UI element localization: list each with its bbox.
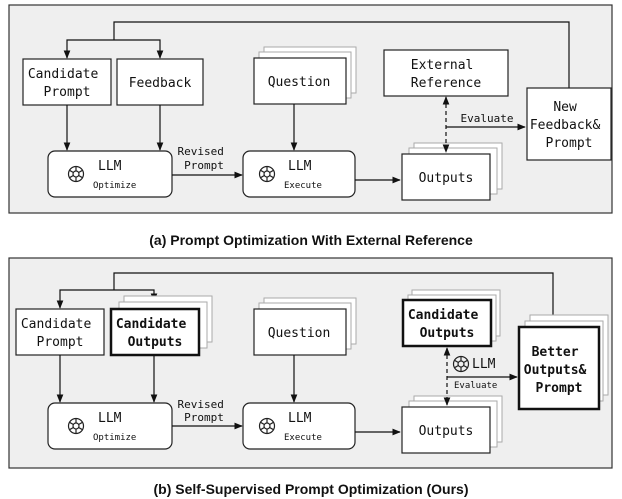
new-feedback-line1: New bbox=[553, 100, 577, 115]
candidate-prompt-b-line1: Candidate bbox=[21, 317, 92, 332]
candidate-prompt-line1: Candidate bbox=[28, 67, 99, 82]
svg-text:Revised Prompt: Revised Prompt bbox=[178, 398, 231, 424]
new-feedback-line3: Prompt bbox=[546, 136, 593, 151]
candidate-outputs-right-box bbox=[401, 298, 493, 348]
outputs-box bbox=[401, 153, 491, 201]
llm-evaluate-label: LLM bbox=[472, 357, 496, 372]
new-feedback-line2: Feedback& bbox=[530, 118, 601, 133]
candidate-prompt-b-line2: Prompt bbox=[37, 335, 84, 350]
external-reference-box bbox=[383, 49, 509, 97]
better-line3: Prompt bbox=[536, 381, 583, 396]
better-line2: Outputs& bbox=[524, 363, 587, 378]
candidate-outputs-left-line1: Candidate bbox=[116, 317, 187, 332]
new-feedback-prompt-box bbox=[526, 87, 612, 161]
svg-text:Revised Prompt: Revised Prompt bbox=[178, 145, 231, 172]
candidate-prompt-box-b bbox=[15, 308, 105, 356]
svg-text:Candidate Outputs: Candidate Outputs bbox=[408, 308, 486, 341]
outputs-box-b bbox=[401, 406, 491, 454]
candidate-outputs-right-line1: Candidate bbox=[408, 308, 479, 323]
llm-optimize-b-sub: Optimize bbox=[93, 433, 136, 443]
llm-execute-box-b bbox=[242, 402, 356, 450]
llm-optimize-box bbox=[47, 150, 173, 198]
candidate-outputs-left-line2: Outputs bbox=[128, 335, 183, 350]
revised-prompt-b-line1: Revised bbox=[178, 398, 224, 411]
candidate-outputs-right-line2: Outputs bbox=[420, 326, 475, 341]
question-box-b bbox=[253, 308, 347, 356]
caption-a: (a) Prompt Optimization With External Re… bbox=[149, 232, 473, 248]
llm-execute-label: LLM bbox=[288, 159, 312, 174]
question-b-label: Question bbox=[268, 326, 331, 341]
question-box bbox=[253, 57, 347, 105]
llm-execute-sub: Execute bbox=[284, 181, 322, 191]
svg-text:Candidate Outputs: Candidate Outputs bbox=[116, 317, 194, 350]
better-outputs-prompt-box bbox=[517, 325, 601, 411]
llm-optimize-sub: Optimize bbox=[93, 181, 136, 191]
external-reference-line1: External bbox=[411, 58, 474, 73]
evaluate-label: Evaluate bbox=[461, 112, 514, 125]
svg-text:New Feedback& Prompt: New Feedback& Prompt bbox=[530, 100, 608, 151]
candidate-outputs-left-box bbox=[109, 307, 201, 357]
external-reference-line2: Reference bbox=[411, 76, 482, 91]
question-label: Question bbox=[268, 75, 331, 90]
llm-evaluate-sub: Evaluate bbox=[454, 381, 497, 391]
llm-optimize-b-label: LLM bbox=[98, 411, 122, 426]
caption-b: (b) Self-Supervised Prompt Optimization … bbox=[153, 481, 468, 497]
revised-prompt-line1: Revised bbox=[178, 145, 224, 158]
candidate-prompt-line2: Prompt bbox=[44, 85, 91, 100]
svg-text:Candidate Prompt: Candidate Prompt bbox=[21, 317, 99, 350]
revised-prompt-b-line2: Prompt bbox=[184, 411, 224, 424]
candidate-prompt-box bbox=[22, 58, 112, 106]
llm-execute-b-sub: Execute bbox=[284, 433, 322, 443]
svg-text:External Reference: External Reference bbox=[411, 58, 482, 91]
outputs-b-label: Outputs bbox=[419, 424, 474, 439]
llm-optimize-label: LLM bbox=[98, 159, 122, 174]
feedback-box bbox=[116, 58, 204, 106]
llm-execute-b-label: LLM bbox=[288, 411, 312, 426]
better-line1: Better bbox=[532, 345, 579, 360]
revised-prompt-line2: Prompt bbox=[184, 159, 224, 172]
outputs-label: Outputs bbox=[419, 171, 474, 186]
svg-text:Candidate Prompt: Candidate Prompt bbox=[28, 67, 106, 100]
feedback-label: Feedback bbox=[129, 76, 192, 91]
llm-execute-box bbox=[242, 150, 356, 198]
svg-text:Better Outputs& Prompt: Better Outputs& Prompt bbox=[524, 345, 594, 396]
